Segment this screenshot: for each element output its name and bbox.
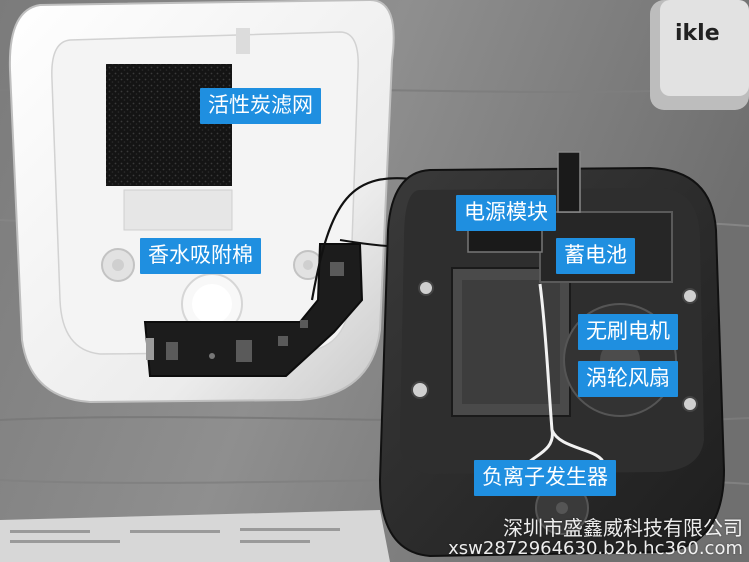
pcb-board — [143, 243, 364, 377]
label-fragrance-cotton: 香水吸附棉 — [140, 238, 261, 274]
label-negative-ion-generator: 负离子发生器 — [474, 460, 616, 496]
printed-paper — [0, 510, 390, 562]
label-turbine-fan: 涡轮风扇 — [578, 361, 678, 397]
label-power-module: 电源模块 — [456, 195, 556, 231]
label-activated-carbon-filter: 活性炭滤网 — [200, 88, 321, 124]
label-brushless-motor: 无刷电机 — [578, 314, 678, 350]
watermark-company: 深圳市盛鑫威科技有限公司 — [503, 516, 743, 540]
watermark-site: xsw2872964630.b2b.hc360.com — [448, 538, 743, 559]
label-battery: 蓄电池 — [556, 238, 635, 274]
fragrance-cotton-disc — [181, 273, 243, 335]
jar: ikle — [650, 0, 749, 110]
svg-text:ikle: ikle — [675, 21, 720, 46]
carbon-filter-sponge — [106, 64, 232, 186]
